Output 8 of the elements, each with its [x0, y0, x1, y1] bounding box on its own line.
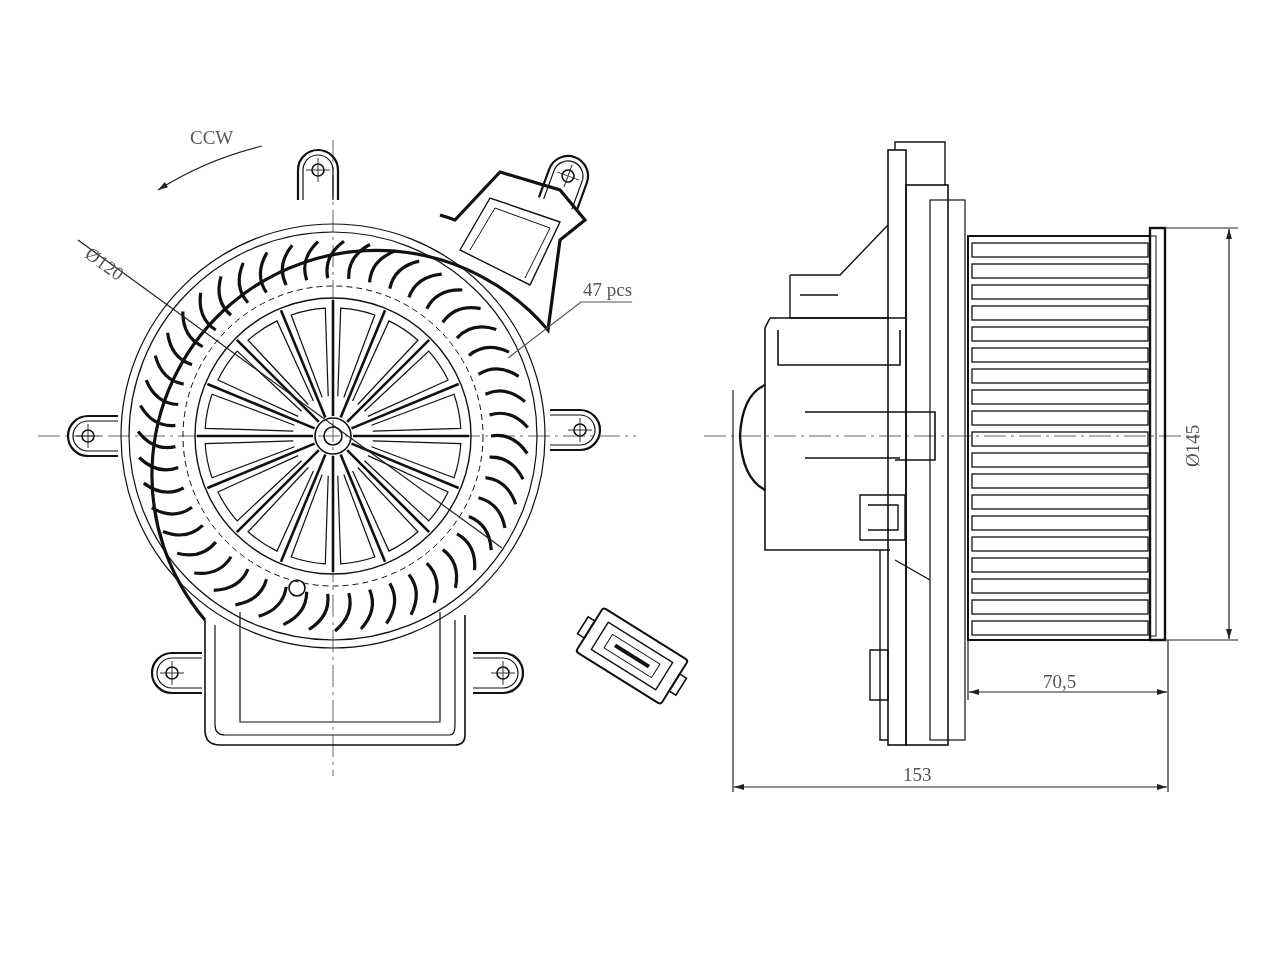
rotation-label: CCW	[190, 128, 234, 147]
dimension-label: 153	[903, 765, 932, 784]
callout-text: 47 pcs	[583, 280, 633, 299]
dimension-label: Ø120	[82, 243, 128, 284]
leader-line	[507, 301, 633, 359]
dimension-label: Ø145	[1183, 424, 1202, 467]
fan-blade-ring	[136, 240, 529, 633]
dimension-label: 70,5	[1043, 672, 1077, 691]
